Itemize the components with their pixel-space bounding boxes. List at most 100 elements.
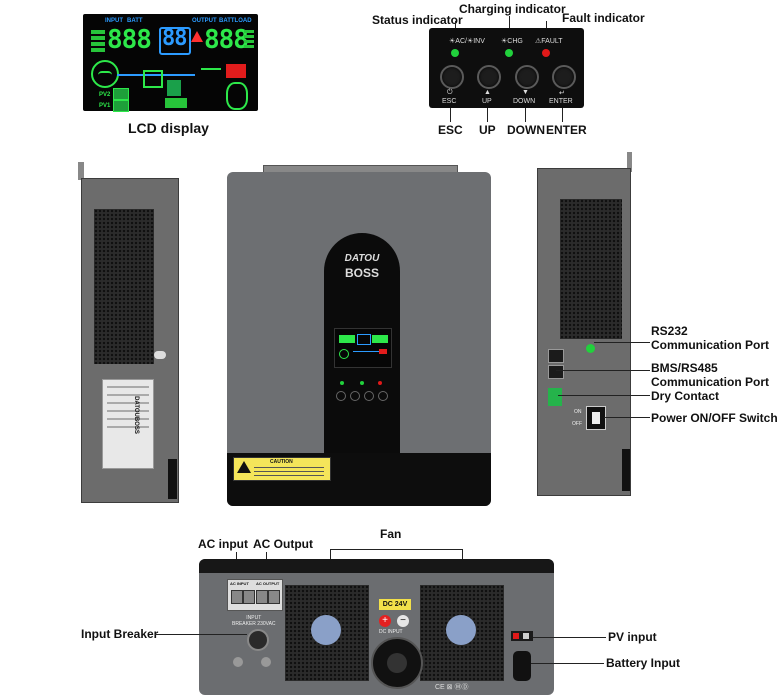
lcd-left-icons — [91, 30, 105, 54]
caution-line-1 — [254, 467, 324, 468]
lcd-mid-digits: 88 — [162, 26, 187, 51]
terminal-screw-2 — [243, 590, 255, 604]
right-side-dark-strip — [622, 449, 630, 491]
front-brand-line2: BOSS — [344, 266, 379, 280]
esc-button[interactable] — [440, 65, 464, 89]
rs232-port[interactable] — [548, 349, 564, 363]
battery-input-gland[interactable] — [513, 651, 531, 681]
ac-terminal-block[interactable]: AC INPUT AC OUTPUT — [227, 579, 283, 611]
lcd-pv1-label: PV1 — [99, 103, 111, 109]
warning-icon — [191, 31, 203, 42]
charging-indicator-callout: Charging indicator — [459, 2, 566, 16]
lcd-battload-label: BATTLOAD — [219, 18, 252, 24]
fan-callout: Fan — [380, 527, 402, 541]
right-status-dot — [586, 344, 595, 353]
grid-icon — [91, 60, 119, 88]
front-fault-led — [378, 381, 382, 385]
bms-rs485-port[interactable] — [548, 365, 564, 379]
bottom-screw-2 — [261, 657, 271, 667]
bottom-unit: AC INPUT AC OUTPUT INPUT BREAKER 230VAC … — [199, 559, 554, 695]
left-side-unit: DATOUBOSS — [81, 178, 179, 503]
caution-line-2 — [254, 471, 324, 472]
dry-callout-line — [558, 395, 650, 396]
down-callout-line — [525, 108, 526, 122]
front-brand-line1: DATOU — [344, 253, 380, 264]
left-spec-sticker: DATOUBOSS — [102, 379, 154, 469]
pv-callout-line — [533, 637, 606, 638]
ac-input-callout: AC input — [198, 537, 248, 551]
status-indicator-callout: Status indicator — [372, 13, 463, 27]
front-lcd-seg-right — [372, 335, 388, 343]
indicator-label-fault: ⚠FAULT — [535, 38, 563, 45]
fan-right-hub — [446, 615, 476, 645]
left-mount-bracket — [78, 162, 84, 180]
terminal-screw-3 — [256, 590, 268, 604]
terminal-screw-4 — [268, 590, 280, 604]
pv-input-connector[interactable] — [511, 631, 533, 641]
fault-indicator-callout: Fault indicator — [562, 11, 645, 25]
fault-led — [542, 49, 550, 57]
lcd-mid-box: 88 — [159, 26, 191, 55]
dc-input-label: DC INPUT — [379, 629, 403, 635]
right-mount-bracket — [627, 152, 632, 172]
lcd-display-image: INPUT BATT OUTPUT BATTLOAD 888 88 888 PV… — [83, 14, 258, 112]
front-lcd-seg-mid — [357, 334, 371, 345]
front-status-led — [340, 381, 344, 385]
front-display-oval: DATOU BOSS — [324, 233, 400, 495]
battery-callout-line — [531, 663, 604, 664]
lcd-pv2-label: PV2 — [99, 92, 111, 98]
enter-callout-line — [562, 108, 563, 122]
status-led — [451, 49, 459, 57]
lcd-batt-label: BATT — [127, 18, 143, 24]
indicator-label-acinv: ☀AC/☀INV — [449, 38, 485, 45]
bulb-icon — [226, 82, 248, 110]
certification-marks: CE ⊠ ⓂⒹ — [435, 684, 469, 691]
control-panel-image: ☀AC/☀INV ☀CHG ⚠FAULT ⏻ ▲ ▼ ↵ ESC UP DOWN… — [429, 28, 584, 108]
caution-text: CAUTION — [270, 459, 293, 465]
front-up-button[interactable] — [350, 391, 360, 401]
left-sticker-brand: DATOUBOSS — [133, 396, 140, 434]
breaker-callout-line — [155, 634, 247, 635]
down-symbol: ▼ — [522, 89, 529, 96]
breaker-label: INPUT BREAKER 230VAC — [232, 615, 276, 627]
front-lcd-flow — [353, 351, 381, 352]
up-button[interactable] — [477, 65, 501, 89]
dry-contact-terminal[interactable] — [548, 388, 562, 406]
up-caption: UP — [479, 123, 496, 137]
rs232-callout: RS232 Communication Port — [651, 324, 770, 352]
indicator-label-chg: ☀CHG — [501, 38, 523, 45]
front-bottom-panel: CAUTION — [227, 453, 491, 506]
fan-left-hub — [311, 615, 341, 645]
bottom-top-strip — [199, 559, 554, 573]
enter-button[interactable] — [552, 65, 576, 89]
battery-level-icon — [165, 98, 187, 108]
front-esc-button[interactable] — [336, 391, 346, 401]
bottom-screw-1 — [233, 657, 243, 667]
dc-input-grommet[interactable] — [371, 637, 423, 689]
down-button[interactable] — [515, 65, 539, 89]
caution-sticker: CAUTION — [233, 457, 331, 481]
fan-callout-hline — [330, 549, 462, 550]
front-down-button[interactable] — [364, 391, 374, 401]
esc-caption: ESC — [438, 123, 463, 137]
output-line — [201, 68, 221, 70]
caution-line-3 — [254, 475, 324, 476]
up-panel-label: UP — [482, 98, 492, 105]
front-unit: DATOU BOSS CAUTION — [227, 172, 491, 506]
left-side-badge — [154, 351, 166, 359]
power-switch[interactable] — [586, 406, 606, 430]
ac-output-callout: AC Output — [253, 537, 313, 551]
input-breaker-callout: Input Breaker — [81, 627, 159, 641]
front-lcd-grid — [339, 349, 349, 359]
left-side-dark-strip — [168, 459, 177, 499]
lcd-right-icons — [244, 30, 254, 52]
front-enter-button[interactable] — [378, 391, 388, 401]
input-breaker[interactable] — [247, 629, 269, 651]
inverter-icon — [143, 70, 163, 88]
enter-symbol: ↵ — [559, 90, 565, 97]
power-callout-line — [604, 417, 650, 418]
lcd-input-label: INPUT — [105, 18, 123, 24]
dc-negative-icon: − — [397, 615, 409, 627]
load-warning-icon — [226, 64, 246, 78]
bms-callout-line — [556, 370, 650, 371]
